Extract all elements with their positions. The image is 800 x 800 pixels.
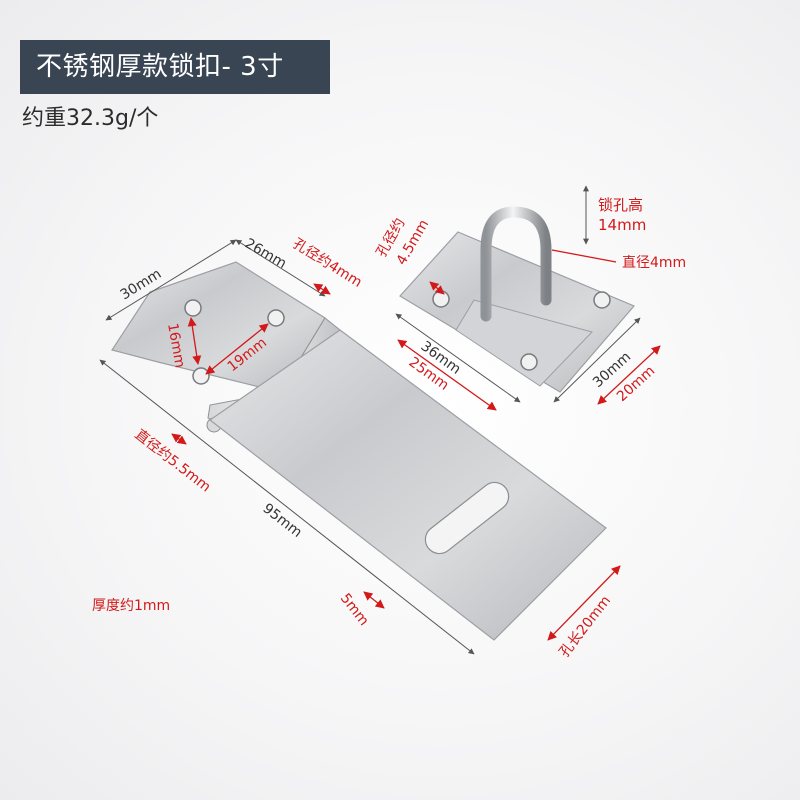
dim-5mm-label: 5mm (337, 591, 372, 629)
product-title: 不锈钢厚款锁扣- 3寸 (20, 40, 330, 94)
dim-pin-diameter-label: 直径约5.5mm (132, 426, 215, 496)
staple-diameter-label: 直径4mm (622, 254, 686, 271)
dim-slot-length-label: 孔长20mm (557, 593, 615, 660)
weight-label: 约重32.3g/个 (22, 106, 159, 131)
dim-hole-4mm-label: 孔径约4mm (290, 236, 365, 291)
dim-16mm-label: 16mm (164, 322, 188, 369)
red-dimension-lines (171, 249, 661, 641)
grey-dimension-lines (99, 185, 641, 655)
dim-95mm-label: 95mm (260, 501, 305, 541)
staple-height-label-line1: 锁孔高 (598, 196, 643, 214)
staple-height-label-line2: 14mm (598, 216, 646, 234)
staple-plate (399, 206, 635, 393)
dim-26mm-label: 26mm (242, 236, 289, 272)
thickness-label: 厚度约1mm (92, 598, 170, 614)
